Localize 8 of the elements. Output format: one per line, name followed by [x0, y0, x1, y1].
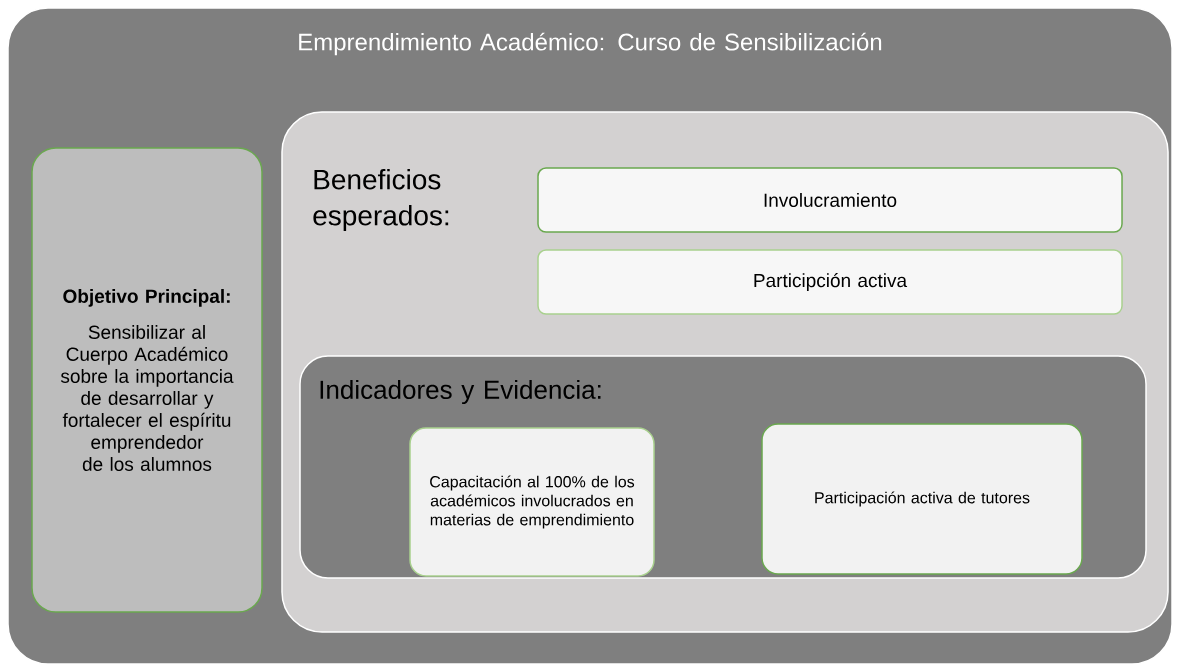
text-box: Objetivo Principal: Sensibilizar al Cuerpo Académico sobre la importancia de desarrollar y fortalecer el espíritu emprendedor de los alumnos: [31, 147, 263, 613]
text-box: Involucramiento: [537, 167, 1123, 233]
text-box: Participción activa: [537, 249, 1123, 315]
text-box: Capacitación al 100% de los académicos involucrados en materias de emprendimiento: [409, 427, 655, 577]
panel-heading: Beneficios esperados:: [313, 168, 449, 232]
panel-heading: Indicadores y Evidencia:: [320, 379, 601, 405]
panel-heading: Emprendimiento Académico: Curso de Sensibilización: [299, 32, 882, 56]
text-box: Participación activa de tutores: [761, 423, 1083, 575]
